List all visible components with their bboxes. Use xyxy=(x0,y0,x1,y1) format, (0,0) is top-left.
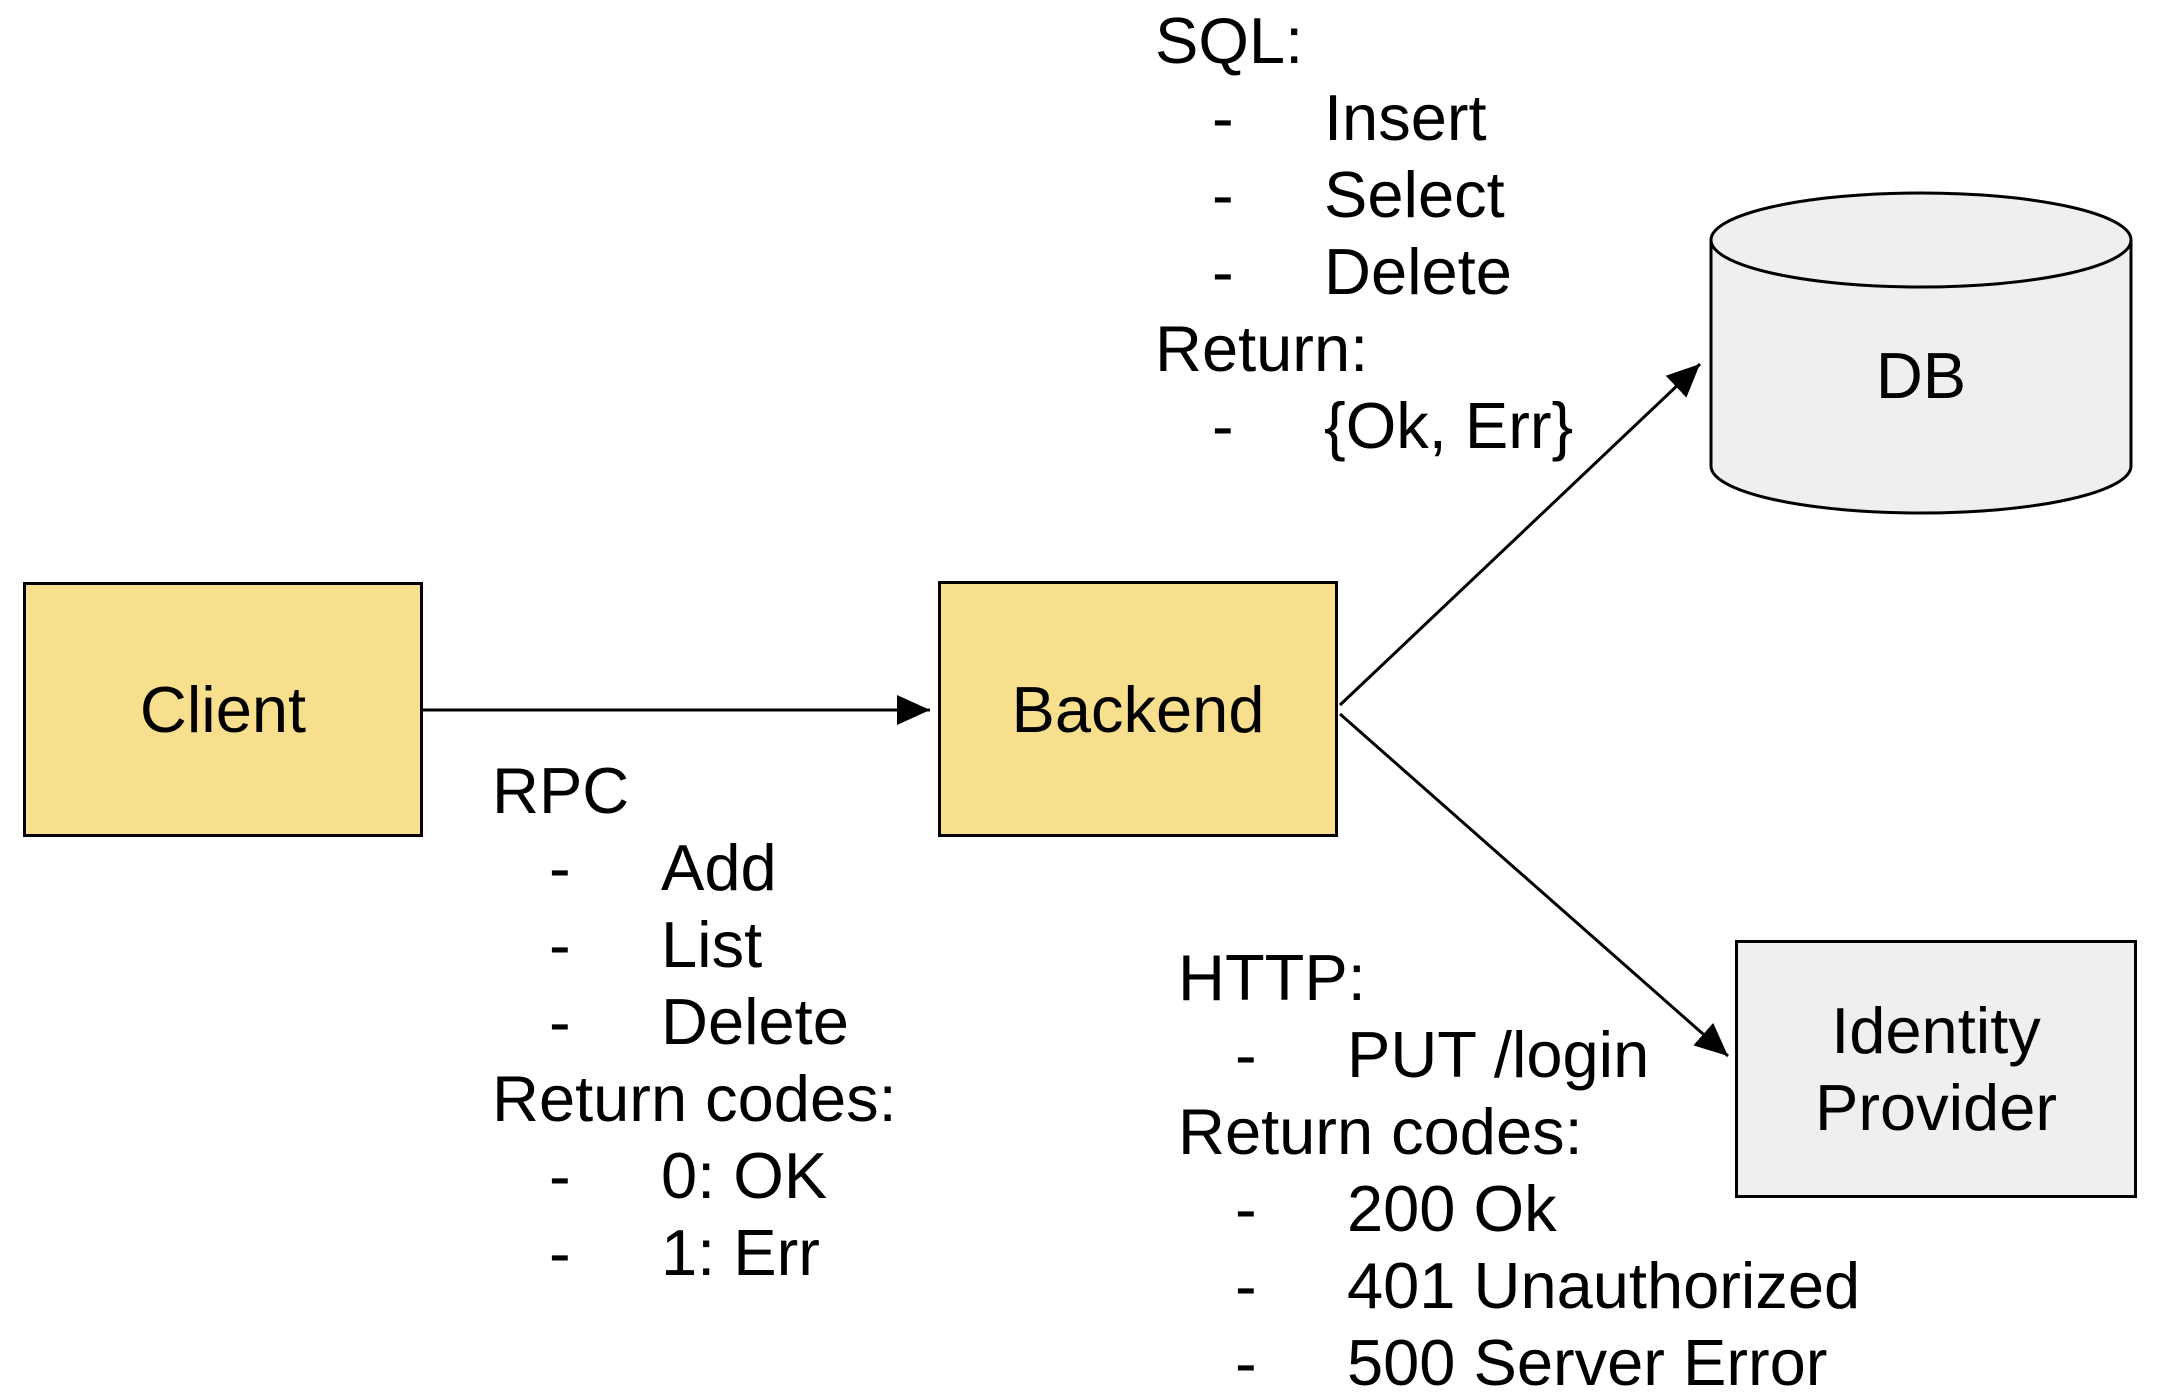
sql-note-return-item: -{Ok, Err} xyxy=(1212,389,1574,462)
rpc-note-item-add: -Add xyxy=(549,831,777,904)
bullet-dash: - xyxy=(549,1216,571,1289)
rpc-note-item-delete: -Delete xyxy=(549,985,849,1058)
http-note-title: HTTP: xyxy=(1178,941,1366,1014)
http-note: HTTP: -PUT /login Return codes: -200 Ok … xyxy=(1178,939,1860,1398)
backend-node-label: Backend xyxy=(1011,672,1265,746)
bullet-dash: - xyxy=(1235,1172,1257,1245)
edge-backend-to-db xyxy=(1338,362,1702,707)
client-node-label: Client xyxy=(139,673,307,746)
http-note-return-item-200: -200 Ok xyxy=(1235,1172,1557,1245)
edge-backend-to-identity-provider xyxy=(1339,712,1729,1058)
bullet-dash: - xyxy=(1212,389,1234,462)
rpc-note-return-item-ok: -0: OK xyxy=(549,1139,828,1212)
rpc-note-return-title: Return codes: xyxy=(492,1062,897,1135)
sql-note-item-select: -Select xyxy=(1212,158,1505,231)
rpc-note: RPC -Add -List -Delete Return codes: -0:… xyxy=(492,752,897,1291)
rpc-note-title: RPC xyxy=(492,754,630,827)
sql-note: SQL: -Insert -Select -Delete Return: -{O… xyxy=(1155,2,1573,464)
sql-note-title: SQL: xyxy=(1155,4,1304,77)
http-note-return-title: Return codes: xyxy=(1178,1095,1583,1168)
rpc-note-return-item-err: -1: Err xyxy=(549,1216,820,1289)
client-node: Client xyxy=(23,582,423,837)
bullet-dash: - xyxy=(1235,1018,1257,1091)
sql-note-return-title: Return: xyxy=(1155,312,1369,385)
bullet-dash: - xyxy=(549,831,571,904)
identity-provider-node: Identity Provider xyxy=(1735,940,2137,1198)
bullet-dash: - xyxy=(1212,235,1234,308)
bullet-dash: - xyxy=(1212,158,1234,231)
db-cylinder-top xyxy=(1709,191,2133,289)
backend-node: Backend xyxy=(938,581,1338,837)
bullet-dash: - xyxy=(549,908,571,981)
sql-note-item-insert: -Insert xyxy=(1212,81,1487,154)
db-cylinder xyxy=(1709,191,2133,515)
bullet-dash: - xyxy=(549,985,571,1058)
db-cylinder-body xyxy=(1709,240,2133,515)
rpc-note-item-list: -List xyxy=(549,908,763,981)
bullet-dash: - xyxy=(1212,81,1234,154)
bullet-dash: - xyxy=(1235,1249,1257,1322)
db-node-label: DB xyxy=(1875,339,1967,412)
sql-note-item-delete: -Delete xyxy=(1212,235,1512,308)
identity-provider-node-label: Identity Provider xyxy=(1814,994,2058,1144)
http-note-item-put-login: -PUT /login xyxy=(1235,1018,1650,1091)
bullet-dash: - xyxy=(549,1139,571,1212)
http-note-return-item-401: -401 Unauthorized xyxy=(1235,1249,1861,1322)
http-note-return-item-500: -500 Server Error xyxy=(1178,1324,1860,1398)
bullet-dash: - xyxy=(1235,1326,1257,1398)
